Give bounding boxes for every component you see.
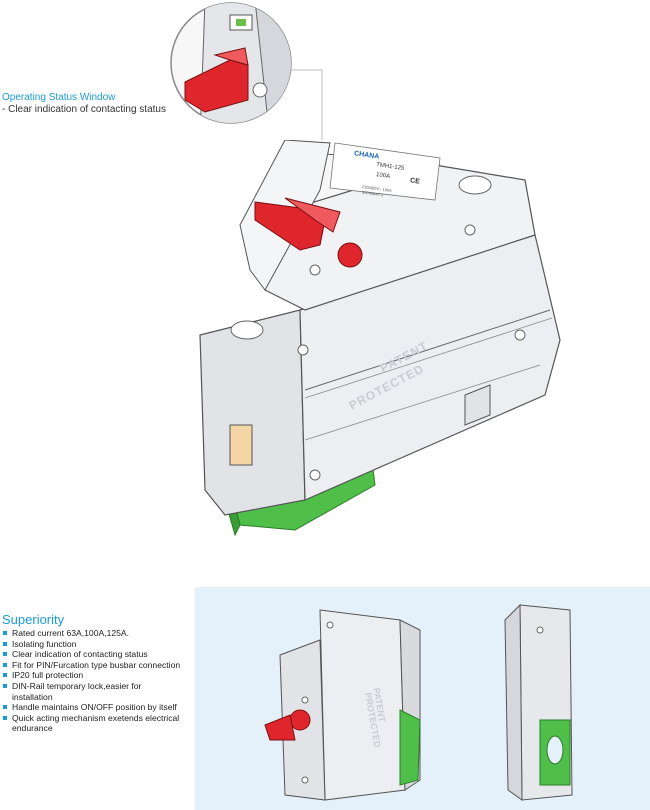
list-item: Quick acting mechanism exetends electric…: [2, 713, 182, 734]
list-item: Rated current 63A,100A,125A.: [2, 628, 182, 639]
superiority-list: Rated current 63A,100A,125A. Isolating f…: [2, 628, 182, 734]
product-views-panel: [195, 587, 650, 810]
side-view-illustration: [264, 609, 421, 801]
list-item: Fit for PIN/Furcation type busbar connec…: [2, 660, 182, 671]
rear-view-illustration: [504, 603, 573, 801]
list-item: Clear indication of contacting status: [2, 649, 182, 660]
list-item: IP20 full protection: [2, 670, 182, 681]
callout-description: - Clear indication of contacting status: [2, 104, 166, 115]
callout-title: Operating Status Window: [2, 92, 116, 103]
breaker-illustration: [199, 140, 561, 537]
superiority-title: Superiority: [2, 612, 65, 627]
list-item: DIN-Rail temporary lock,easier for insta…: [2, 681, 182, 702]
list-item: Isolating function: [2, 639, 182, 650]
zoom-callout: [170, 2, 323, 140]
ce-mark: CE: [409, 177, 421, 186]
list-item: Handle maintains ON/OFF position by itse…: [2, 702, 182, 713]
